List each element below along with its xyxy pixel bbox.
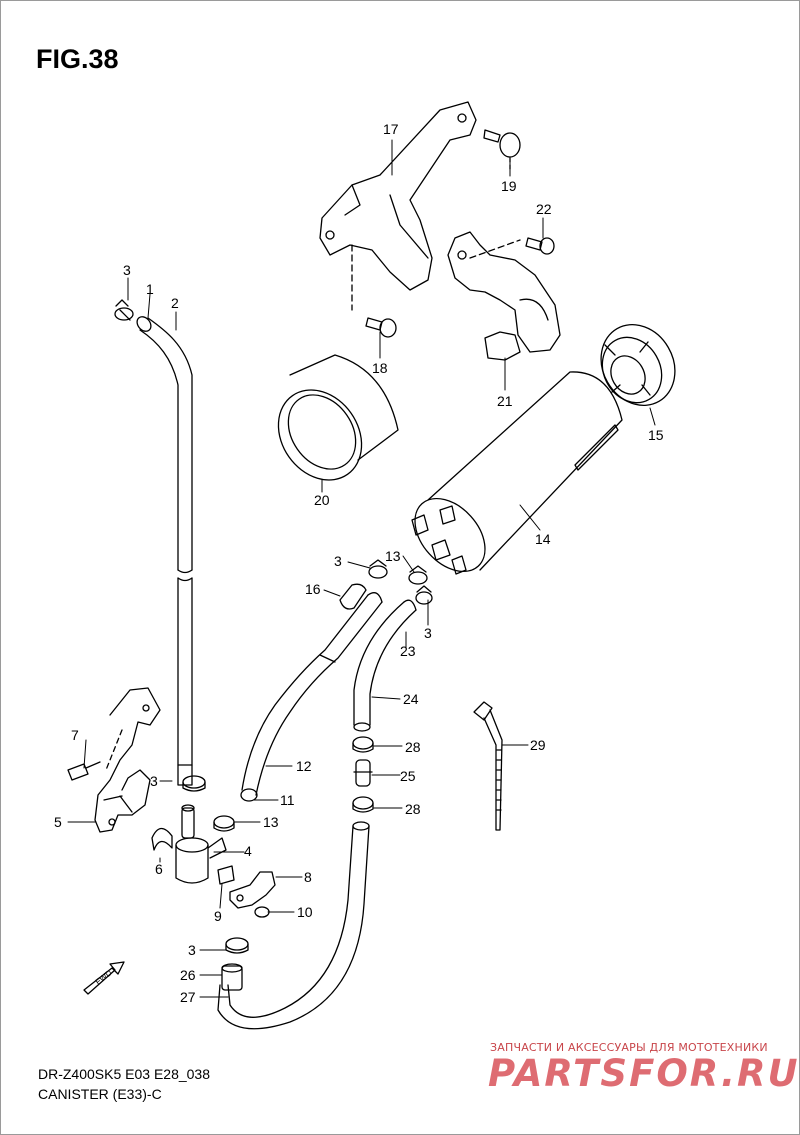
callout-14: 14 (535, 531, 551, 547)
cap-part-15 (600, 323, 676, 407)
callout-3: 3 (424, 625, 432, 641)
callout-20: 20 (314, 492, 330, 508)
bracket-part-21 (447, 231, 561, 361)
callout-28: 28 (405, 801, 421, 817)
holder-part-6 (151, 827, 173, 851)
callout-23: 23 (400, 643, 416, 659)
cap-part-16 (339, 583, 367, 610)
cover-part-20 (277, 354, 399, 481)
joint-part-25 (353, 759, 373, 787)
clamp-part-28-bottom (352, 796, 374, 813)
callout-11: 11 (280, 792, 295, 808)
hose-part-24 (353, 599, 417, 732)
cable-tie-part-29 (473, 701, 503, 831)
clamp-part-3-right (415, 585, 433, 605)
callout-2: 2 (171, 295, 179, 311)
bolt-part-7 (67, 761, 101, 781)
figure-title: FIG.38 (36, 44, 119, 74)
callout-1: 1 (146, 281, 154, 297)
callout-12: 12 (296, 758, 312, 774)
clamp-part-3-lower (225, 937, 249, 954)
watermark-tagline: ЗАПЧАСТИ И АКСЕССУАРЫ ДЛЯ МОТОТЕХНИКИ (490, 1041, 768, 1054)
bracket-part-5 (94, 687, 161, 833)
callout-3: 3 (334, 553, 342, 569)
callout-9: 9 (214, 908, 222, 924)
clamp-part-3-valve (182, 775, 206, 792)
callout-3: 3 (150, 773, 158, 789)
callout-4: 4 (244, 843, 252, 859)
bolt-part-18 (365, 317, 397, 338)
bracket-part-17 (319, 101, 477, 311)
screw-part-10 (254, 906, 270, 918)
hose-part-2 (136, 316, 193, 786)
joint-part-26 (221, 963, 243, 991)
watermark-logo: PARTSFOR.RU (488, 1052, 800, 1095)
hose-part-12 (240, 592, 383, 802)
callout-19: 19 (501, 178, 517, 194)
section-name: CANISTER (E33)-C (38, 1086, 162, 1102)
callout-3: 3 (188, 942, 196, 958)
callout-22: 22 (536, 201, 552, 217)
callout-26: 26 (180, 967, 196, 983)
callout-24: 24 (403, 691, 419, 707)
callout-13: 13 (385, 548, 401, 564)
canister-part-14 (411, 371, 623, 575)
callout-28: 28 (405, 739, 421, 755)
callout-16: 16 (305, 581, 321, 597)
clamp-part-3-top (114, 299, 134, 321)
callout-7: 7 (71, 727, 79, 743)
callout-13: 13 (263, 814, 279, 830)
callout-3: 3 (123, 262, 131, 278)
valve-part-4 (175, 804, 227, 884)
holder-part-9 (217, 865, 235, 885)
callout-numbers: 17 19 22 3 1 2 18 21 15 20 14 3 13 16 3 … (54, 121, 664, 1005)
callout-29: 29 (530, 737, 546, 753)
callout-15: 15 (648, 427, 664, 443)
bolt-part-22 (525, 237, 555, 255)
fwd-arrow-icon: FWD (83, 961, 125, 995)
callout-25: 25 (400, 768, 416, 784)
model-code: DR-Z400SK5 E03 E28_038 (38, 1066, 210, 1082)
clamp-part-13-valve (213, 815, 235, 832)
callout-leaders (67, 139, 656, 998)
callout-18: 18 (372, 360, 388, 376)
callout-27: 27 (180, 989, 196, 1005)
hose-part-27 (217, 821, 370, 1030)
callout-5: 5 (54, 814, 62, 830)
callout-17: 17 (383, 121, 399, 137)
callout-8: 8 (304, 869, 312, 885)
callout-10: 10 (297, 904, 313, 920)
callout-21: 21 (497, 393, 513, 409)
callout-6: 6 (155, 861, 163, 877)
bolt-part-19 (483, 129, 521, 173)
bracket-part-8 (229, 871, 276, 909)
clamp-part-3-mid (368, 559, 388, 579)
clamp-part-28-top (352, 736, 374, 753)
